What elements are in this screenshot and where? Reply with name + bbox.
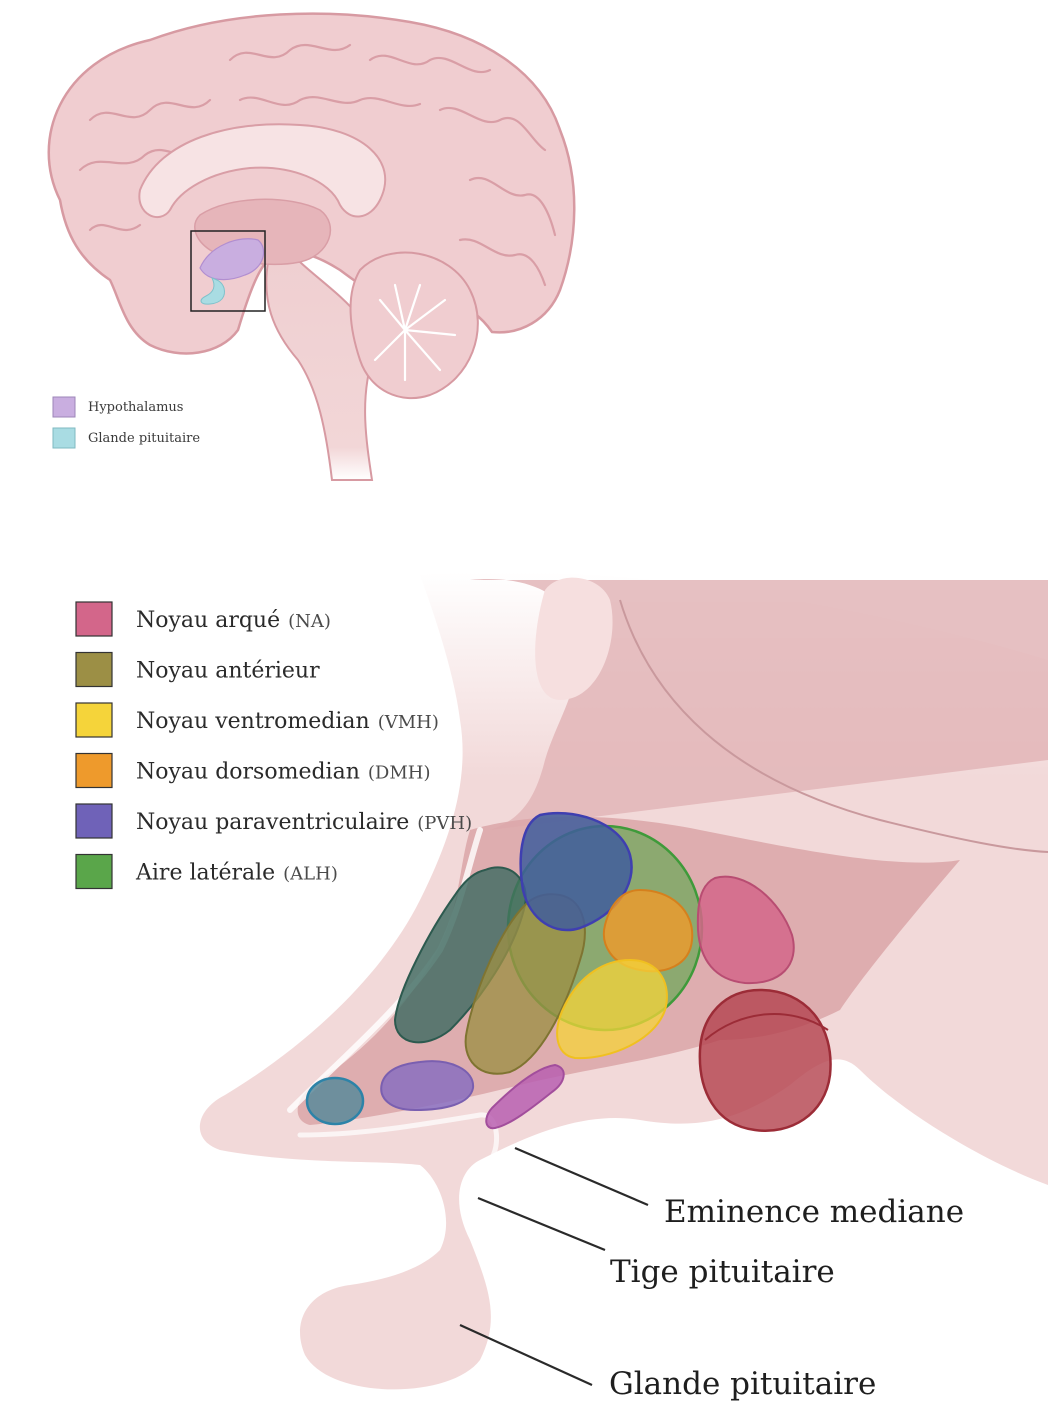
nuclei-legend-item: Noyau dorsomedian(DMH) bbox=[76, 754, 430, 788]
swatch-icon bbox=[76, 754, 112, 788]
nuclei-legend-label: Aire latérale(ALH) bbox=[135, 861, 338, 886]
swatch-icon bbox=[76, 855, 112, 889]
small-legend: Hypothalamus Glande pituitaire bbox=[53, 397, 200, 448]
callout-labels: Eminence mediane Tige pituitaire Glande … bbox=[609, 1194, 964, 1402]
callout-line-tige bbox=[478, 1198, 605, 1250]
nuclei-legend-item: Aire latérale(ALH) bbox=[76, 855, 338, 889]
nuclei-legend-item: Noyau ventromedian(VMH) bbox=[76, 703, 439, 737]
callout-line-eminence bbox=[515, 1148, 648, 1205]
swatch-icon bbox=[76, 703, 112, 737]
nuclei-legend-label: Noyau paraventriculaire(PVH) bbox=[136, 810, 472, 835]
legend-item-hypothalamus: Hypothalamus bbox=[53, 397, 183, 417]
swatch-icon bbox=[76, 804, 112, 838]
nuclei-legend-item: Noyau paraventriculaire(PVH) bbox=[76, 804, 472, 838]
nucleus-small-purple bbox=[381, 1061, 473, 1110]
nuclei-legend-label: Noyau arqué(NA) bbox=[136, 608, 331, 633]
legend-label-pituitary: Glande pituitaire bbox=[88, 431, 200, 446]
swatch-icon bbox=[53, 397, 75, 417]
swatch-icon bbox=[53, 428, 75, 448]
nuclei-legend-label: Noyau antérieur bbox=[136, 659, 320, 684]
nuclei-legend-item: Noyau arqué(NA) bbox=[76, 602, 331, 636]
nucleus-red-round bbox=[700, 990, 831, 1131]
label-eminence-mediane: Eminence mediane bbox=[664, 1194, 964, 1230]
swatch-icon bbox=[76, 602, 112, 636]
nuclei-legend-label: Noyau ventromedian(VMH) bbox=[136, 709, 439, 734]
swatch-icon bbox=[76, 653, 112, 687]
label-glande-pituitaire: Glande pituitaire bbox=[609, 1366, 876, 1402]
cerebellum bbox=[351, 253, 478, 399]
legend-label-hypothalamus: Hypothalamus bbox=[88, 400, 183, 415]
nuclei-legend-item: Noyau antérieur bbox=[76, 653, 320, 687]
legend-item-pituitary: Glande pituitaire bbox=[53, 428, 200, 448]
hypothalamus-detail: Eminence mediane Tige pituitaire Glande … bbox=[200, 572, 1048, 1402]
nuclei-legend-label: Noyau dorsomedian(DMH) bbox=[136, 760, 430, 785]
label-tige-pituitaire: Tige pituitaire bbox=[610, 1254, 835, 1290]
nucleus-small-teal bbox=[307, 1078, 363, 1124]
